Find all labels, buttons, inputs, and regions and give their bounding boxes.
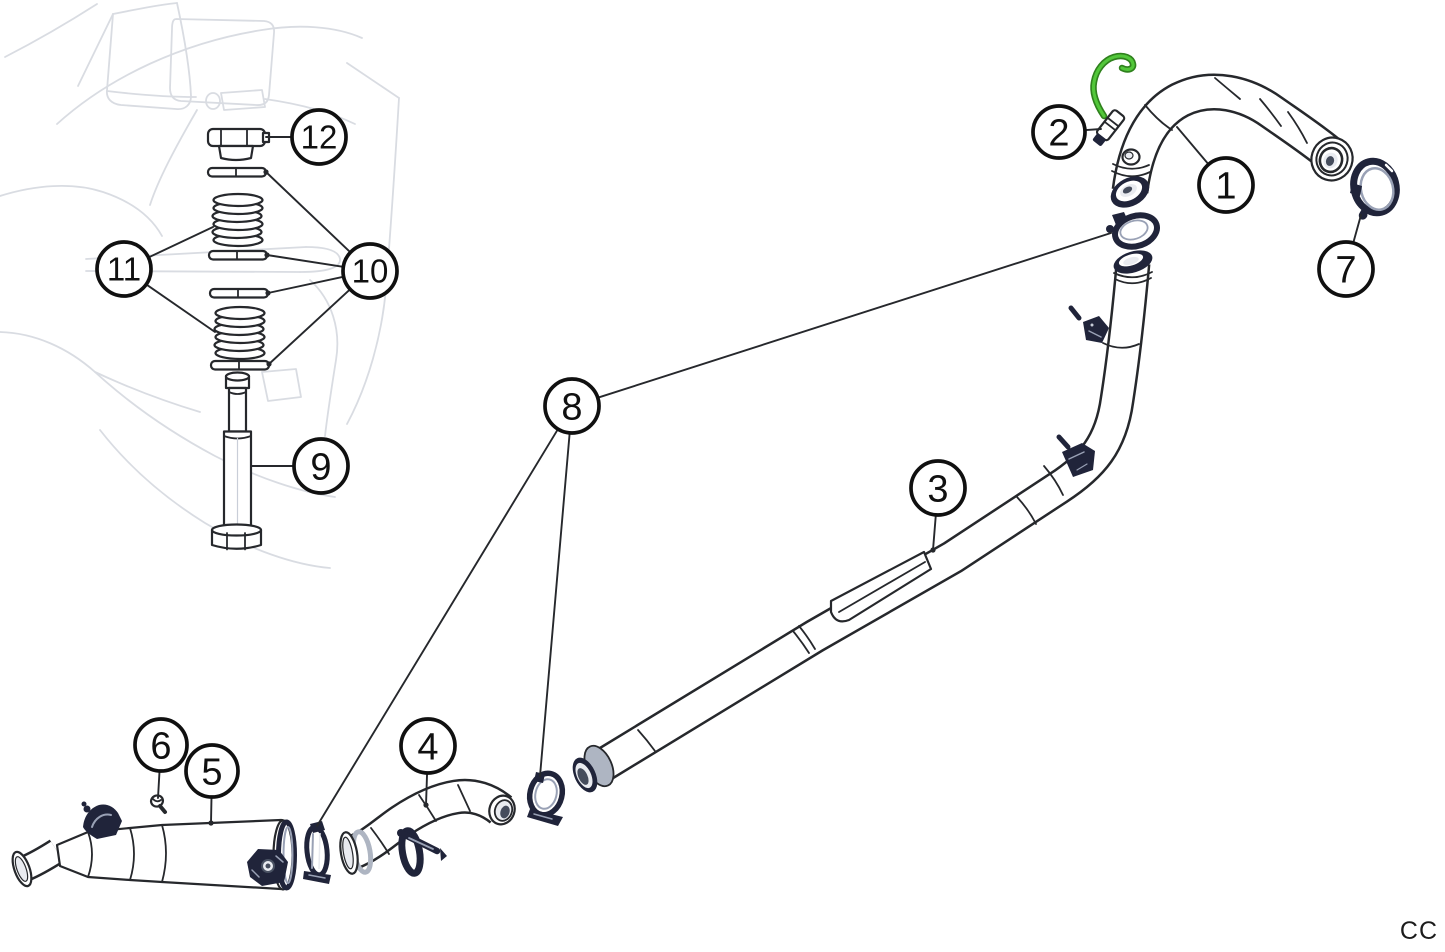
leader-line (157, 771, 161, 799)
leader-line (316, 428, 559, 827)
callout-1: 1 (1176, 126, 1255, 214)
muffler-front-strap (81, 801, 122, 839)
leader-line (425, 773, 429, 806)
callout-4: 4 (399, 717, 457, 808)
callout-balloon (290, 108, 348, 166)
callout-balloon (292, 437, 350, 495)
callout-balloon (341, 242, 399, 300)
muffler-rear-bracket (247, 849, 288, 886)
leader-line (267, 275, 344, 294)
callout-7: 7 (1317, 214, 1375, 298)
springs-11 (211, 192, 266, 361)
background-chassis-sketch (0, 2, 400, 569)
mount-hardware-stack (206, 127, 271, 551)
mid-pipe (572, 250, 1153, 793)
callout-balloon (909, 459, 967, 517)
header-pipe (1110, 73, 1354, 208)
leader-dot (265, 290, 271, 296)
callout-10: 10 (263, 169, 399, 367)
leader-dot (263, 169, 269, 175)
callout-balloon (1317, 240, 1375, 298)
leader-dot (264, 252, 270, 258)
callout-number: 9 (310, 446, 331, 488)
leader-dot (930, 547, 936, 553)
callout-number: 6 (150, 725, 171, 767)
callout-balloon (133, 717, 189, 773)
callout-5: 5 (184, 743, 240, 826)
callout-balloon (399, 717, 457, 775)
bolt-9 (210, 371, 263, 551)
callout-9: 9 (251, 437, 350, 495)
header-pipe-mouth (1110, 176, 1150, 208)
link-pipe-inlet (339, 831, 359, 875)
v-band-clamp-7 (1350, 157, 1400, 220)
callout-12: 12 (265, 108, 348, 166)
callout-2: 2 (1031, 104, 1102, 160)
callout-number: 7 (1335, 249, 1356, 291)
leader-line (932, 514, 937, 551)
leader-line (539, 432, 571, 777)
link-pipe (339, 778, 516, 877)
leader-dot (266, 361, 272, 367)
leader-line (266, 254, 344, 268)
callout-balloon (543, 377, 601, 435)
v-band-clamp-8-mid (526, 770, 566, 826)
o2-sensor-bung (1121, 148, 1141, 166)
leader-line (1084, 128, 1102, 132)
mid-pipe-outlet-sleeve (572, 744, 615, 793)
callout-6: 6 (133, 717, 189, 799)
leader-line (1176, 126, 1209, 165)
callout-3: 3 (909, 459, 967, 553)
callout-number: 10 (352, 253, 389, 290)
callout-balloon (1031, 104, 1087, 160)
leader-line (148, 226, 214, 259)
callout-number: 3 (927, 468, 948, 510)
cap-nut-12 (206, 127, 271, 162)
watermark: CC (1399, 917, 1438, 945)
muffler-outlet-tip (11, 850, 33, 888)
callout-number: 5 (201, 751, 222, 793)
link-pipe-band-clamp (397, 827, 447, 877)
leader-line (146, 283, 216, 333)
callout-number: 11 (107, 251, 141, 288)
leader-line (597, 232, 1112, 399)
callout-balloon (95, 240, 153, 298)
v-band-clamp-8-top (1106, 212, 1160, 250)
callout-balloon (184, 743, 240, 799)
callout-number: 8 (561, 386, 582, 428)
leader-dot (208, 820, 214, 826)
callout-number: 12 (301, 119, 338, 156)
mid-pipe-lower-bracket (1056, 434, 1095, 477)
callout-number: 4 (417, 726, 438, 768)
leader-line (268, 289, 351, 365)
callout-11: 11 (95, 226, 216, 333)
callout-number: 2 (1048, 112, 1069, 154)
muffler (11, 794, 297, 891)
leader-line (1352, 214, 1362, 243)
mid-pipe-upper-bracket (1068, 305, 1109, 343)
callout-number: 1 (1215, 165, 1236, 207)
muffler-bolt-6 (149, 794, 167, 814)
callout-balloon (1197, 156, 1255, 214)
o2-sensor (1090, 52, 1137, 146)
link-pipe-outlet (488, 794, 516, 826)
header-pipe-flange (1310, 136, 1354, 182)
leader-line (265, 171, 351, 253)
leader-dot (423, 802, 429, 808)
callout-8: 8 (316, 232, 1112, 827)
v-band-clamp-8-left (303, 821, 331, 884)
